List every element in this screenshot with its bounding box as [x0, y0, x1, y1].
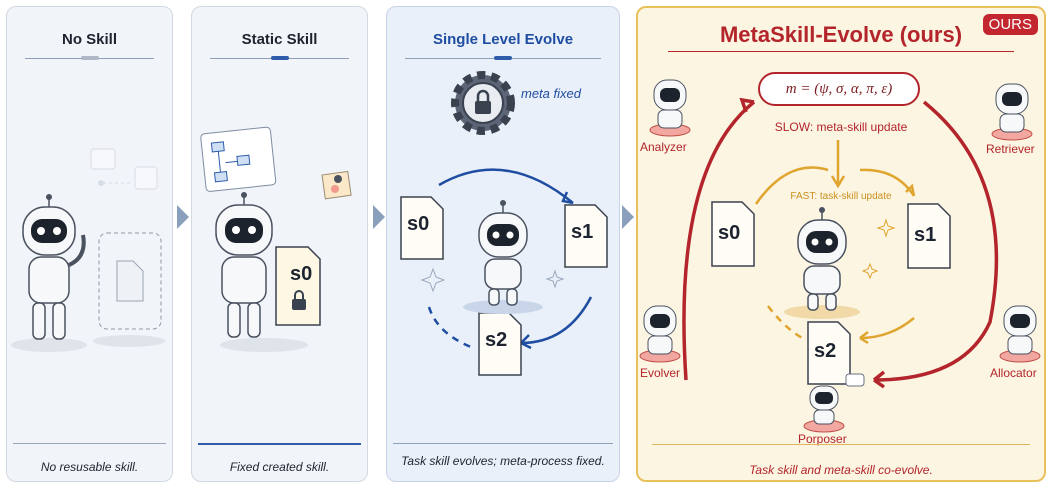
- agent-label-porposer: Porposer: [798, 432, 847, 446]
- agent-robot-icon: [649, 79, 691, 137]
- panel-title: No Skill: [61, 31, 117, 48]
- agent-robot-icon: [803, 373, 865, 433]
- meta-skill-formula: m = (ψ, σ, α, π, ε): [758, 72, 920, 106]
- robot-icon: [463, 200, 543, 314]
- agent-robot-icon: [999, 305, 1041, 363]
- agent-robot-icon: [991, 83, 1033, 141]
- panel-no-skill: No Skill No resusable skill.: [6, 6, 173, 482]
- chevron-right-icon: [177, 205, 189, 229]
- fast-update-label: FAST: task-skill update: [790, 191, 892, 202]
- empty-document-slot-icon: [93, 232, 165, 347]
- no-skill-illustration: [11, 148, 165, 352]
- single-evolve-illustration: [400, 71, 608, 376]
- panel-metaskill-evolve: MetaSkill-Evolve (ours) OURS: [636, 6, 1046, 482]
- ours-badge: OURS: [982, 14, 1038, 35]
- panel-caption: Task skill and meta-skill co-evolve.: [749, 463, 933, 477]
- panel-caption: Task skill evolves; meta-process fixed.: [401, 454, 605, 468]
- panel-title: MetaSkill-Evolve (ours): [719, 22, 963, 47]
- title-underline: [668, 51, 1014, 52]
- panel-title: Static Skill: [241, 31, 318, 48]
- skill-doc-s1: [564, 204, 608, 268]
- robot-icon: [11, 194, 87, 352]
- caption-divider: [393, 443, 613, 444]
- sparkle-icon: [420, 267, 565, 293]
- gear-lock-icon: [451, 71, 515, 135]
- caption-divider: [198, 443, 361, 445]
- caption-divider: [652, 444, 1030, 445]
- panel-single-level-evolve: Single Level Evolve: [386, 6, 620, 482]
- static-skill-illustration: [200, 126, 352, 352]
- skill-label-s1: s1: [571, 221, 594, 243]
- agent-label-analyzer: Analyzer: [640, 140, 687, 154]
- skill-doc-s1: [907, 203, 951, 269]
- robot-icon: [215, 192, 308, 352]
- slow-loop-arrows: [682, 97, 999, 389]
- caption-divider: [13, 443, 166, 444]
- skill-label-s2: s2: [485, 329, 508, 351]
- slow-update-label: SLOW: meta-skill update: [774, 120, 908, 134]
- locked-skill-document-icon: [275, 246, 321, 326]
- sparkle-icon: [861, 218, 896, 280]
- skill-label-s1: s1: [914, 224, 937, 246]
- panel-title: Single Level Evolve: [432, 31, 574, 48]
- evolve-cycle-arrows: [427, 168, 593, 350]
- skill-doc-s0: [711, 201, 755, 267]
- blueprint-document-icon: [200, 126, 277, 192]
- skill-label-s0: s0: [407, 213, 430, 235]
- title-underline-accent: [494, 56, 512, 60]
- title-underline-accent: [270, 56, 289, 60]
- title-underline-accent: [80, 56, 99, 60]
- metaskill-illustration: [639, 79, 1041, 433]
- panel-caption: Fixed created skill.: [229, 460, 330, 474]
- agent-label-allocator: Allocator: [990, 366, 1037, 380]
- agent-robot-icon: [639, 305, 681, 363]
- chevron-right-icon: [622, 205, 634, 229]
- agent-label-evolver: Evolver: [640, 366, 681, 380]
- agent-label-retriever: Retriever: [986, 142, 1035, 156]
- chevron-right-icon: [373, 205, 385, 229]
- skill-doc-s0: [400, 196, 444, 260]
- skill-label-s2: s2: [814, 340, 837, 362]
- skill-label-s0: s0: [290, 263, 313, 285]
- panel-static-skill: Static Skill: [191, 6, 368, 482]
- faded-flowchart-icon: [90, 148, 158, 190]
- meta-fixed-label: meta fixed: [521, 86, 581, 101]
- skill-label-s0: s0: [718, 222, 741, 244]
- robot-icon: [784, 207, 860, 319]
- pinned-note-icon: [321, 170, 352, 200]
- panel-caption: No resusable skill.: [40, 460, 139, 474]
- skill-doc-s2: [807, 321, 851, 385]
- fast-loop-arrows: [754, 140, 916, 345]
